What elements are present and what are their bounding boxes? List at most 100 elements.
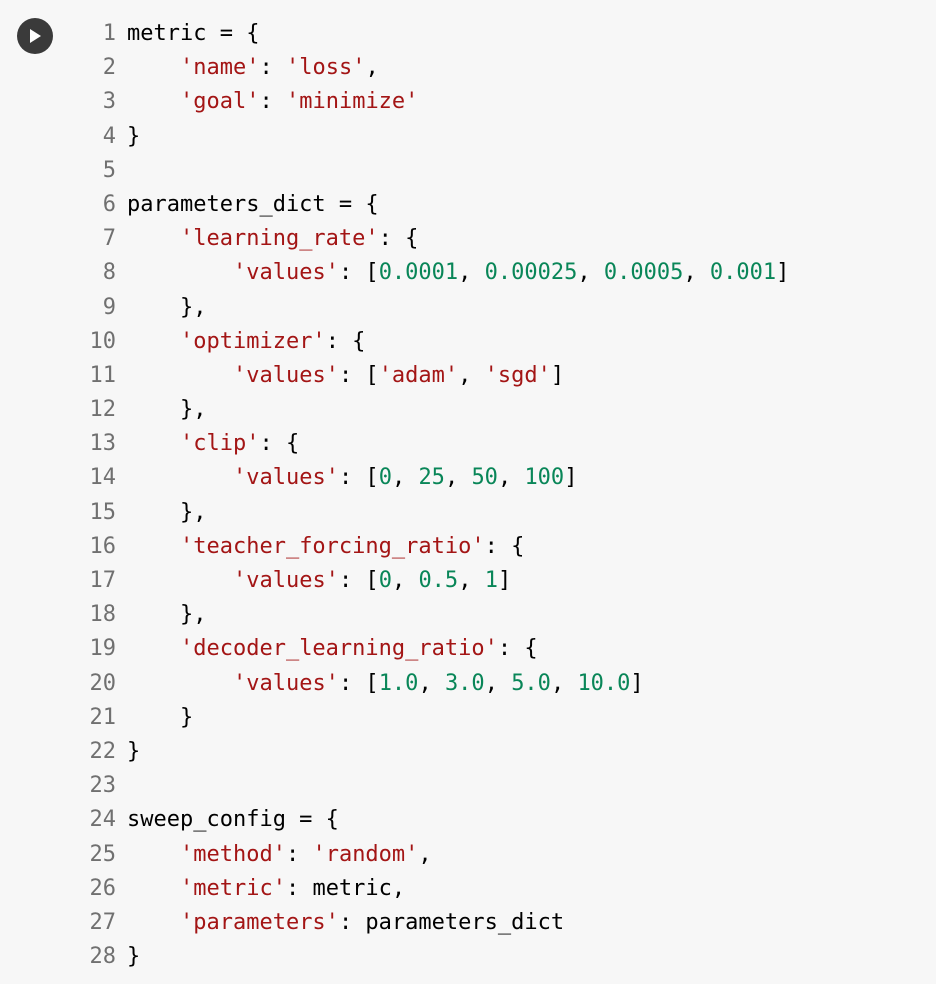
code-text[interactable]: 'values': [0, 25, 50, 100] [127, 461, 577, 495]
line-number: 21 [89, 704, 117, 730]
plain-token: ] [776, 260, 790, 286]
code-text[interactable]: 'teacher_forcing_ratio': { [127, 530, 524, 564]
line-number: 28 [89, 944, 117, 970]
plain-token: : metric, [285, 875, 406, 901]
code-text[interactable]: metric = { [127, 17, 259, 51]
code-text[interactable]: 'values': [0.0001, 0.00025, 0.0005, 0.00… [127, 256, 789, 290]
line-number: 4 [102, 123, 116, 149]
plain-token [127, 55, 180, 80]
code-text[interactable]: 'parameters': parameters_dict [127, 906, 564, 940]
plain-token [127, 329, 180, 354]
code-text[interactable]: }, [127, 496, 207, 530]
code-text[interactable]: } [127, 735, 140, 769]
code-text[interactable]: 'decoder_learning_ratio': { [127, 632, 538, 666]
plain-token: : [285, 841, 313, 867]
code-line: 27 'parameters': parameters_dict [0, 906, 936, 940]
plain-token: , [484, 670, 512, 696]
plain-token: , [458, 260, 485, 286]
plain-token: , [444, 465, 472, 491]
number-token: 1 [484, 568, 498, 593]
string-token: 'method' [179, 841, 286, 867]
plain-token [127, 226, 180, 251]
plain-token: : { [484, 533, 525, 559]
line-number: 1 [102, 21, 116, 46]
code-text[interactable]: } [127, 120, 140, 154]
code-line: 20 'values': [1.0, 3.0, 5.0, 10.0] [0, 667, 936, 701]
number-token: 0.0005 [603, 260, 684, 286]
string-token: 'adam' [378, 362, 459, 388]
string-token: 'minimize' [285, 89, 419, 115]
code-text[interactable]: 'name': 'loss', [127, 51, 379, 85]
code-text[interactable]: } [127, 701, 193, 735]
code-line: 6 parameters_dict = { [0, 188, 936, 222]
code-text[interactable]: 'optimizer': { [127, 325, 365, 359]
line-number: 5 [102, 157, 116, 183]
string-token: 'goal' [179, 89, 260, 115]
number-token: 0.001 [709, 260, 777, 286]
code-text[interactable]: 'values': [1.0, 3.0, 5.0, 10.0] [127, 667, 644, 701]
string-token: 'loss' [285, 55, 366, 81]
code-text[interactable]: 'method': 'random', [127, 838, 432, 872]
plain-token [127, 534, 180, 559]
code-text[interactable]: }, [127, 393, 207, 427]
plain-token: }, [127, 499, 207, 525]
plain-token [127, 636, 180, 661]
code-text[interactable]: 'metric': metric, [127, 872, 405, 906]
line-number: 6 [102, 191, 116, 217]
line-number: 3 [102, 89, 116, 115]
string-token: 'values' [232, 670, 339, 696]
code-text[interactable]: parameters_dict = { [127, 188, 379, 222]
code-text[interactable]: } [127, 940, 140, 974]
plain-token: : { [325, 328, 366, 354]
number-token: 0.5 [418, 568, 459, 593]
plain-token: : { [378, 226, 419, 252]
code-text[interactable]: sweep_config = { [127, 803, 339, 837]
number-token: 5.0 [511, 670, 551, 696]
code-text[interactable]: 'values': ['adam', 'sgd'] [127, 359, 564, 393]
code-text[interactable]: }, [127, 291, 207, 325]
plain-token: : [ [338, 260, 379, 286]
code-line: 2 'name': 'loss', [0, 51, 936, 85]
code-text[interactable]: 'clip': { [127, 427, 299, 461]
plain-token [127, 568, 233, 593]
plain-token: : [259, 55, 286, 81]
code-line: 23 [0, 769, 936, 803]
number-token: 1.0 [378, 670, 419, 696]
number-token: 100 [524, 465, 565, 491]
number-token: 0.0001 [378, 260, 459, 286]
code-line: 19 'decoder_learning_ratio': { [0, 632, 936, 666]
line-number: 19 [89, 636, 117, 662]
string-token: 'values' [232, 465, 339, 491]
plain-token: , [418, 841, 432, 867]
code-text[interactable]: 'goal': 'minimize' [127, 85, 418, 119]
number-token: 0.00025 [484, 260, 578, 286]
plain-token: } [127, 704, 194, 730]
number-token: 3.0 [444, 670, 485, 696]
plain-token: , [497, 465, 525, 491]
code-editor[interactable]: 1 metric = {2 'name': 'loss', 3 'goal': 'm… [0, 17, 936, 974]
code-line: 26 'metric': metric, [0, 872, 936, 906]
code-text[interactable]: }, [127, 598, 207, 632]
plain-token [127, 671, 233, 696]
code-line: 25 'method': 'random', [0, 838, 936, 872]
string-token: 'values' [232, 568, 339, 593]
plain-token [127, 363, 233, 388]
line-number: 25 [89, 841, 117, 867]
plain-token: }, [127, 397, 207, 423]
run-cell-button[interactable] [17, 18, 53, 54]
plain-token: parameters_dict = { [127, 191, 379, 217]
plain-token: : [ [338, 465, 379, 491]
plain-token: , [683, 260, 710, 286]
code-line: 9 }, [0, 291, 936, 325]
plain-token: } [127, 944, 141, 970]
plain-token: , [550, 670, 578, 696]
plain-token [127, 910, 180, 935]
code-text[interactable]: 'values': [0, 0.5, 1] [127, 564, 511, 598]
line-number: 26 [89, 875, 117, 901]
plain-token [127, 465, 233, 490]
string-token: 'optimizer' [179, 328, 326, 354]
plain-token: : [ [338, 362, 379, 388]
code-text[interactable]: 'learning_rate': { [127, 222, 418, 256]
number-token: 0 [378, 465, 392, 491]
